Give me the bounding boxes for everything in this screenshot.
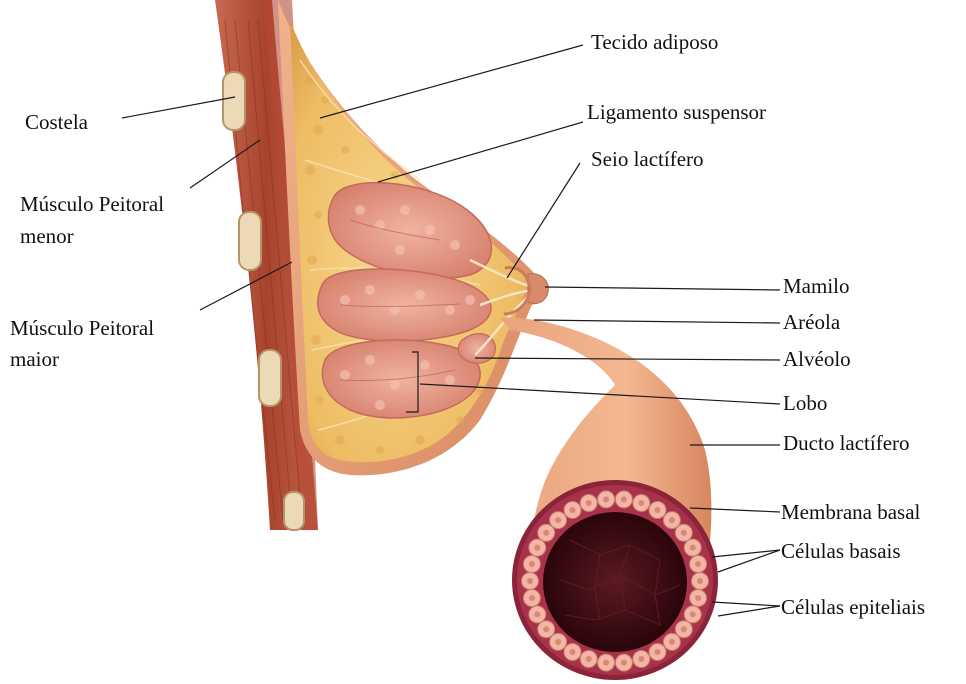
- cell-nucleus: [690, 611, 696, 617]
- cell-nucleus: [681, 530, 687, 536]
- cell-nucleus: [695, 595, 701, 601]
- label-musculo-peitoral-maior-line2: maior: [10, 347, 59, 371]
- cell-nucleus: [543, 530, 549, 536]
- label-ligamento-suspensor: Ligamento suspensor: [587, 100, 766, 124]
- cell-nucleus: [655, 507, 661, 513]
- label-celulas-basais: Células basais: [781, 539, 901, 563]
- cell-nucleus: [555, 517, 561, 523]
- label-areola: Aréola: [783, 310, 840, 334]
- cell-nucleus: [586, 656, 592, 662]
- cell-nucleus: [534, 611, 540, 617]
- label-costela: Costela: [25, 110, 88, 134]
- cell-nucleus: [534, 545, 540, 551]
- label-membrana-basal: Membrana basal: [781, 500, 920, 524]
- cell-nucleus: [697, 578, 703, 584]
- cell-nucleus: [638, 500, 644, 506]
- cell-nucleus: [555, 639, 561, 645]
- cell-nucleus: [529, 595, 535, 601]
- cell-nucleus: [603, 660, 609, 666]
- label-musculo-peitoral-menor-line2: menor: [20, 224, 74, 248]
- cell-nucleus: [529, 561, 535, 567]
- label-lobo: Lobo: [783, 391, 827, 415]
- cell-nucleus: [655, 649, 661, 655]
- lobes: [318, 183, 496, 418]
- label-ducto-lactifero: Ducto lactífero: [783, 431, 910, 455]
- cell-nucleus: [570, 649, 576, 655]
- cell-nucleus: [543, 626, 549, 632]
- label-mamilo: Mamilo: [783, 274, 850, 298]
- label-celulas-epiteliais: Células epiteliais: [781, 595, 925, 619]
- cell-nucleus: [695, 561, 701, 567]
- cell-nucleus: [570, 507, 576, 513]
- cell-nucleus: [681, 626, 687, 632]
- cell-nucleus: [586, 500, 592, 506]
- label-alveolo: Alvéolo: [783, 347, 851, 371]
- label-tecido-adiposo: Tecido adiposo: [591, 30, 718, 54]
- cell-nucleus: [669, 639, 675, 645]
- cell-nucleus: [690, 545, 696, 551]
- label-musculo-peitoral-menor-line1: Músculo Peitoral: [20, 192, 164, 216]
- cell-nucleus: [603, 496, 609, 502]
- label-seio-lactifero: Seio lactífero: [591, 147, 704, 171]
- cell-nucleus: [621, 660, 627, 666]
- label-musculo-peitoral-maior-line1: Músculo Peitoral: [10, 316, 154, 340]
- cell-nucleus: [638, 656, 644, 662]
- cell-nucleus: [527, 578, 533, 584]
- cell-nucleus: [669, 517, 675, 523]
- duct-cross-section: [512, 480, 718, 680]
- cell-nucleus: [621, 496, 627, 502]
